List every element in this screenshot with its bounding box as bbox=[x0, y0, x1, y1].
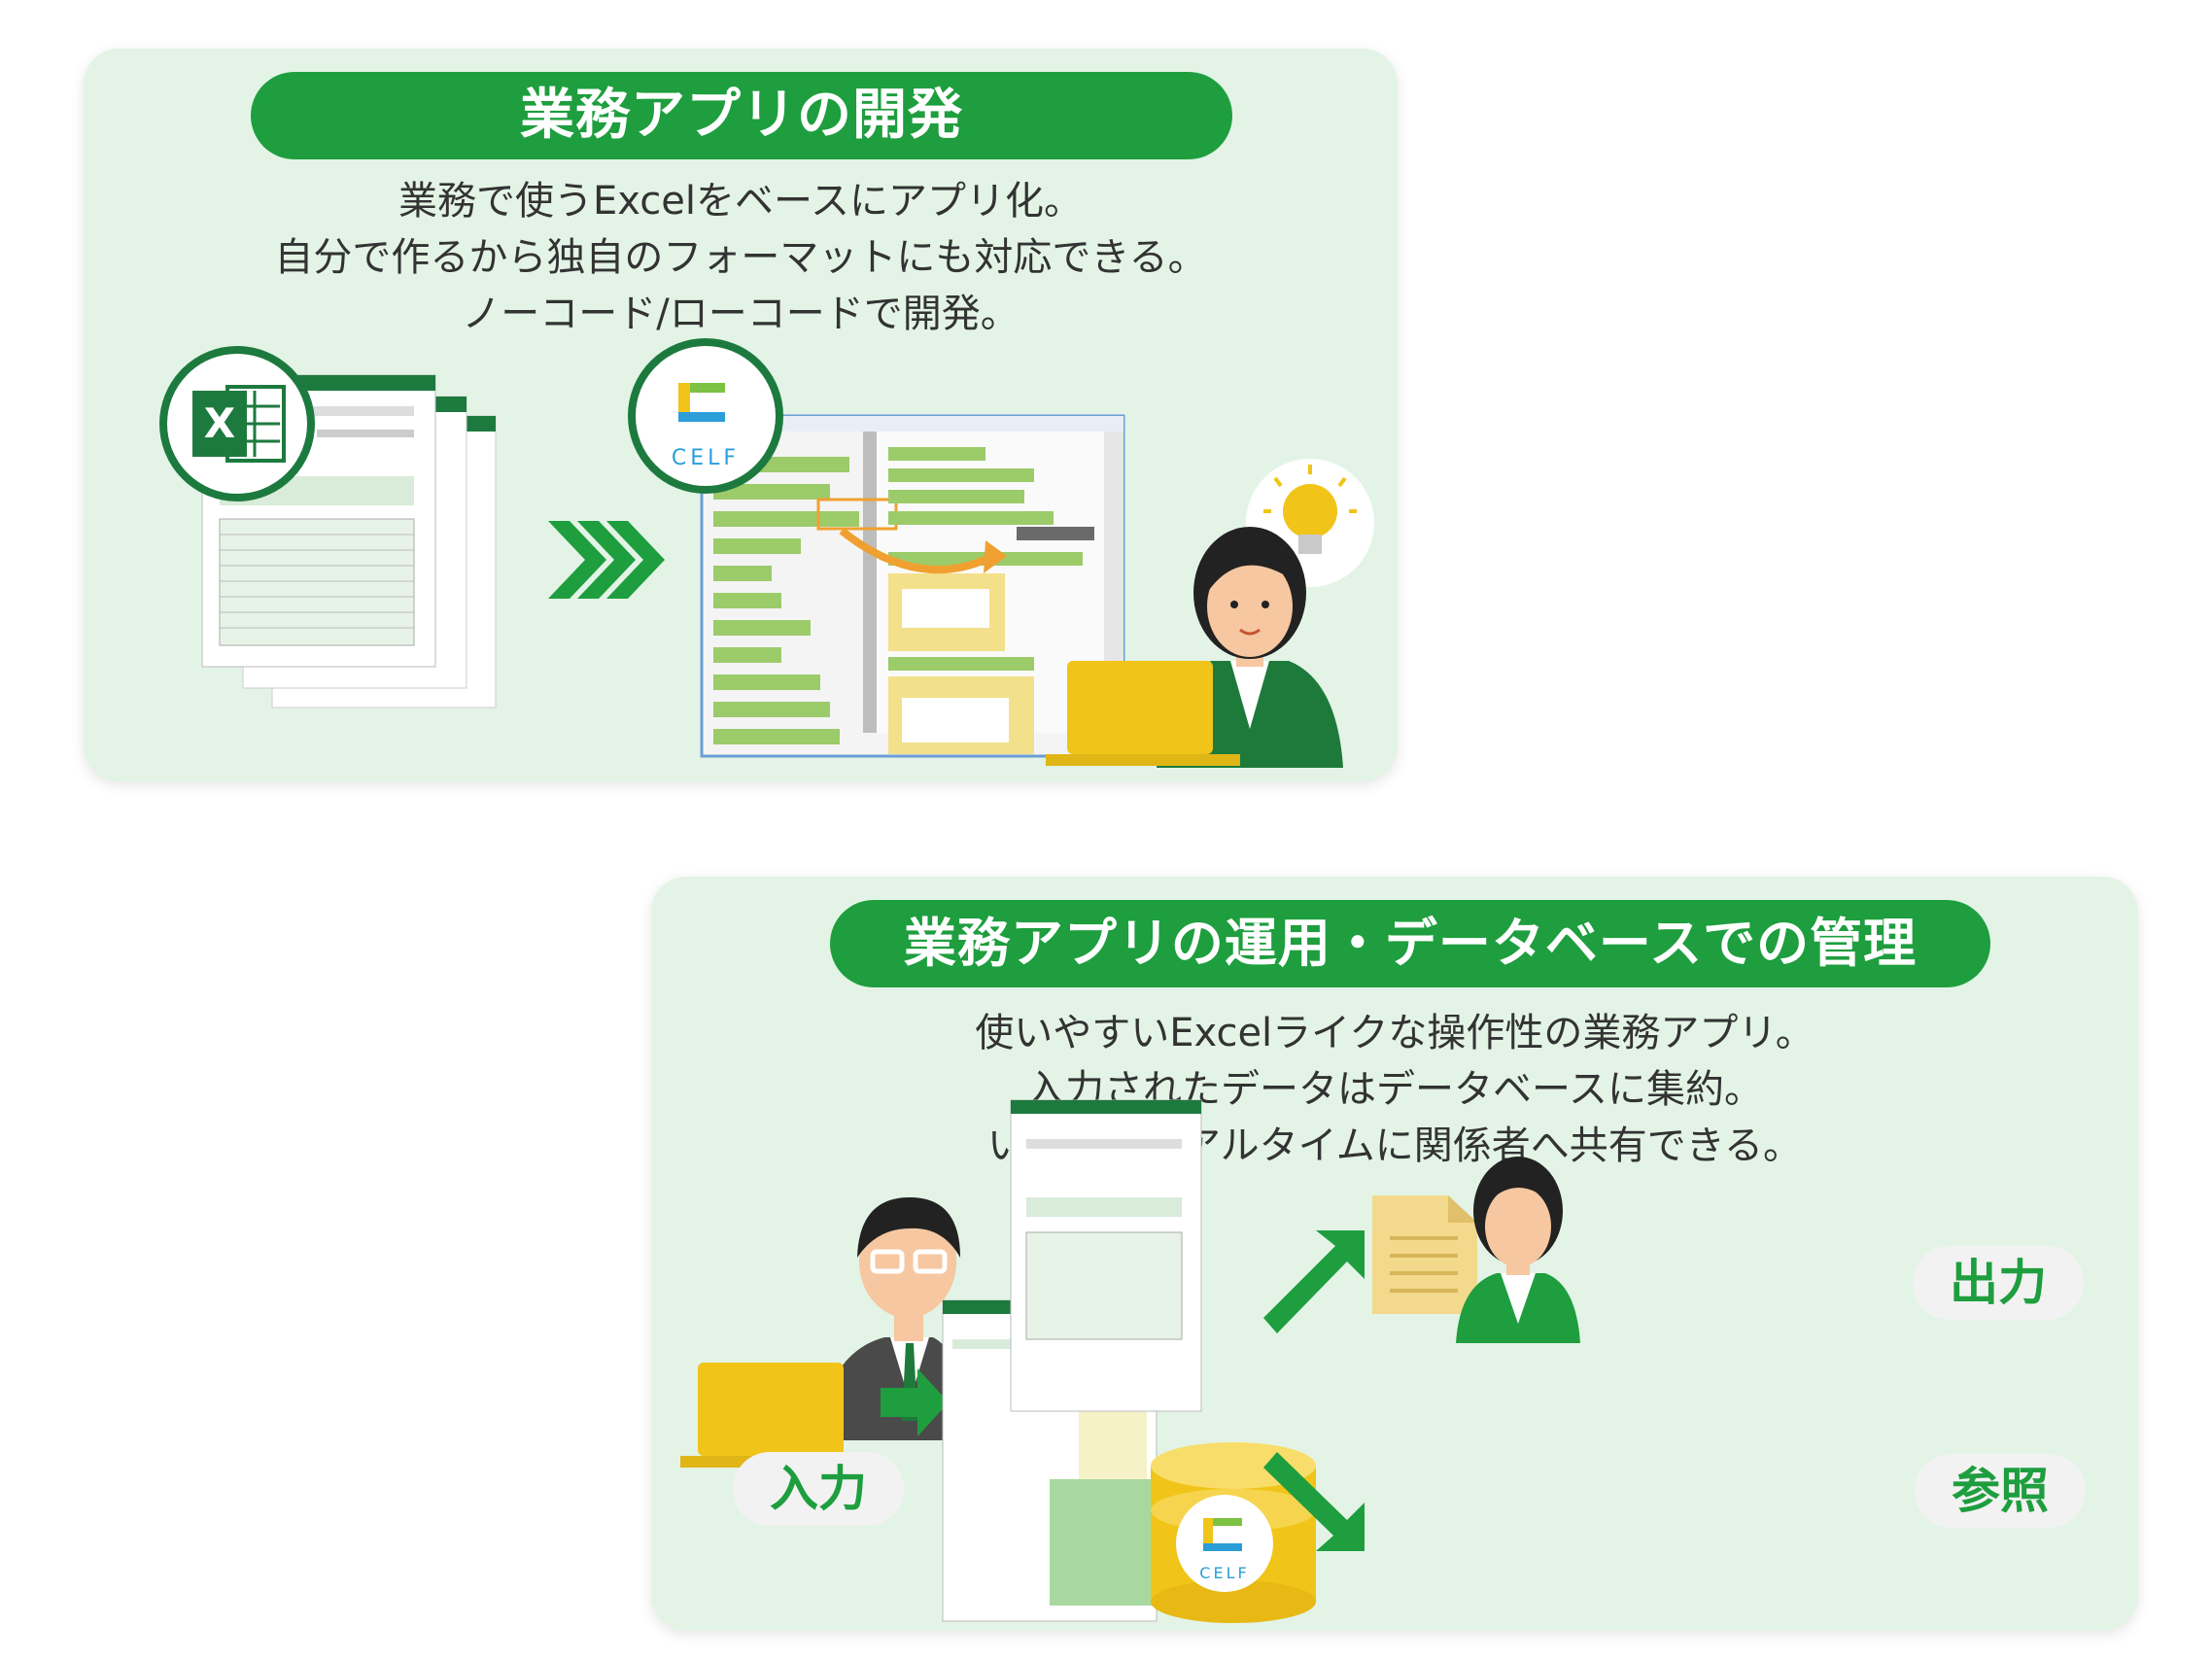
panel-description: 業務で使うExcelをベースにアプリ化。 自分で作るから独自のフォーマットにも対… bbox=[84, 173, 1398, 342]
description-line: 使いやすいExcelライクな操作性の業務アプリ。 bbox=[975, 1011, 1815, 1055]
celf-db-text: CELF bbox=[1199, 1564, 1249, 1582]
description-line: ノーコード/ローコードで開発。 bbox=[462, 292, 1020, 336]
chevron-arrows-icon bbox=[548, 521, 665, 599]
spreadsheet-screens bbox=[942, 1099, 1202, 1622]
description-line: 業務で使うExcelをベースにアプリ化。 bbox=[398, 179, 1083, 224]
panel-title: 業務アプリの運用・データベースでの管理 bbox=[830, 900, 1990, 987]
panel-app-operation: 業務アプリの運用・データベースでの管理 使いやすいExcelライクな操作性の業務… bbox=[651, 877, 2138, 1631]
celf-logo-text: CELF bbox=[672, 446, 740, 470]
celf-logo: CELF bbox=[628, 338, 783, 494]
label-output: 出力 bbox=[1913, 1246, 2084, 1320]
man-with-laptop-figure bbox=[680, 1197, 972, 1468]
arrow-right-icon bbox=[881, 1368, 949, 1436]
celf-editor-window bbox=[700, 414, 1125, 758]
label-input: 入力 bbox=[733, 1452, 904, 1526]
excel-sheets bbox=[201, 374, 497, 709]
excel-icon-letter: X bbox=[204, 399, 235, 447]
label-reference: 参照 bbox=[1915, 1454, 2086, 1528]
description-line: 自分で作るから独自のフォーマットにも対応できる。 bbox=[274, 235, 1207, 280]
operation-illustration: CELF bbox=[680, 1099, 1580, 1623]
development-illustration: X bbox=[159, 338, 1374, 768]
document-icon bbox=[1372, 1195, 1477, 1314]
arrow-up-right-icon bbox=[1263, 1230, 1365, 1333]
woman-with-laptop-figure bbox=[1046, 527, 1343, 768]
excel-icon: X bbox=[159, 346, 315, 501]
arrow-down-right-icon bbox=[1263, 1452, 1365, 1551]
panel-title: 業務アプリの開発 bbox=[251, 72, 1232, 159]
panel-app-development: 業務アプリの開発 業務で使うExcelをベースにアプリ化。 自分で作るから独自の… bbox=[84, 49, 1398, 781]
woman-output-figure bbox=[1456, 1157, 1580, 1343]
database-icon: CELF bbox=[1151, 1442, 1316, 1623]
